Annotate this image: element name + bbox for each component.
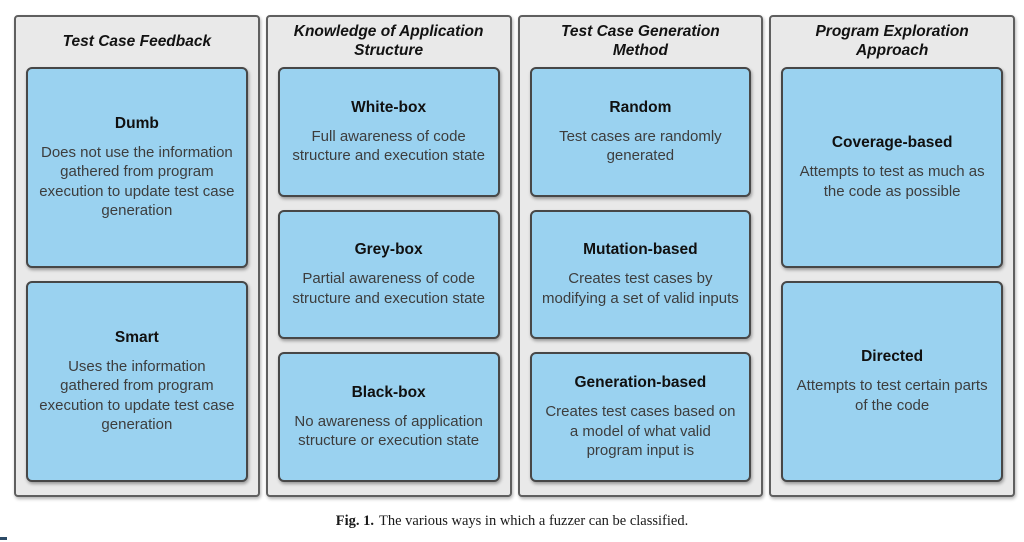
box-title: Black-box [351,383,426,401]
column-title: Test Case Generation Method [560,23,720,59]
column-test-case-feedback: Test Case Feedback Dumb Does not use the… [14,15,260,497]
box-dumb: Dumb Does not use the information gather… [26,67,248,268]
column-title: Knowledge of Application Structure [293,23,484,59]
box-title: Coverage-based [831,134,953,152]
box-white-box: White-box Full awareness of code structu… [277,67,500,197]
box-title: White-box [351,98,427,116]
box-title: Directed [861,348,924,366]
column-knowledge-of-application-structure: Knowledge of Application Structure White… [265,15,512,497]
box-black-box: Black-box No awareness of application st… [277,352,500,483]
column-boxes: Coverage-based Attempts to test as much … [771,67,1013,495]
box-description: Test cases are randomly generated [559,127,722,164]
column-boxes: White-box Full awareness of code structu… [268,67,510,495]
box-description: Uses the information gathered from progr… [39,358,235,433]
column-test-case-generation-method: Test Case Generation Method Random Test … [517,15,764,497]
figure-caption: Fig. 1.The various ways in which a fuzze… [0,513,1024,530]
box-description: Creates test cases based on a model of w… [545,403,736,459]
box-smart: Smart Uses the information gathered from… [26,281,248,482]
corner-artifact [0,537,7,540]
box-coverage-based: Coverage-based Attempts to test as much … [781,67,1003,268]
box-description: No awareness of application structure or… [294,412,483,450]
box-title: Random [609,98,672,116]
box-description: Attempts to test certain parts of the co… [796,377,988,414]
box-grey-box: Grey-box Partial awareness of code struc… [277,209,500,340]
column-boxes: Random Test cases are randomly generated… [520,67,762,495]
box-title: Grey-box [354,241,423,259]
box-generation-based: Generation-based Creates test cases base… [529,352,752,483]
box-title: Generation-based [574,374,707,392]
box-description: Partial awareness of code structure and … [292,270,485,307]
box-title: Dumb [114,115,159,133]
box-random: Random Test cases are randomly generated [529,67,752,197]
box-description: Full awareness of code structure and exe… [292,127,485,164]
classification-columns: Test Case Feedback Dumb Does not use the… [14,15,1015,497]
box-description: Attempts to test as much as the code as … [799,163,985,200]
box-title: Smart [114,329,159,347]
column-program-exploration-approach: Program Exploration Approach Coverage-ba… [769,15,1015,497]
box-directed: Directed Attempts to test certain parts … [781,281,1003,482]
box-description: Creates test cases by modifying a set of… [541,270,739,307]
figure-caption-label: Fig. 1. [335,513,375,529]
column-title: Test Case Feedback [62,32,212,50]
column-title: Program Exploration Approach [815,23,969,59]
figure-caption-text: The various ways in which a fuzzer can b… [379,513,689,529]
box-title: Mutation-based [583,241,698,259]
box-description: Does not use the information gathered fr… [39,144,235,219]
column-boxes: Dumb Does not use the information gather… [16,67,258,495]
box-mutation-based: Mutation-based Creates test cases by mod… [529,209,752,340]
